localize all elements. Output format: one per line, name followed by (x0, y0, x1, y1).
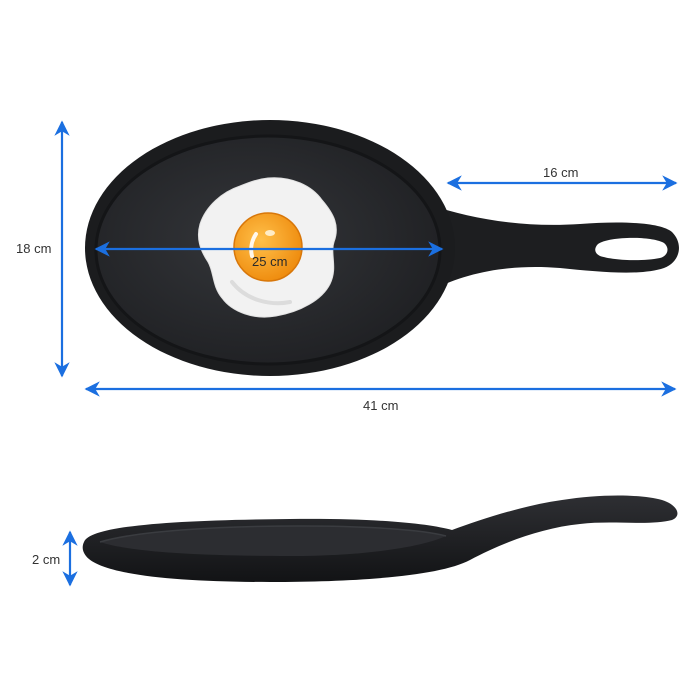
depth-label: 2 cm (32, 552, 60, 567)
diameter-label: 25 cm (252, 254, 287, 269)
total-length-label: 41 cm (363, 398, 398, 413)
handle-length-label: 16 cm (543, 165, 578, 180)
side-pan-inner (100, 526, 446, 556)
handle-hole (595, 237, 668, 261)
height-label: 18 cm (16, 241, 51, 256)
dimension-lines (54, 120, 678, 397)
pan-handle (430, 205, 679, 290)
pan-side-view (82, 495, 678, 582)
